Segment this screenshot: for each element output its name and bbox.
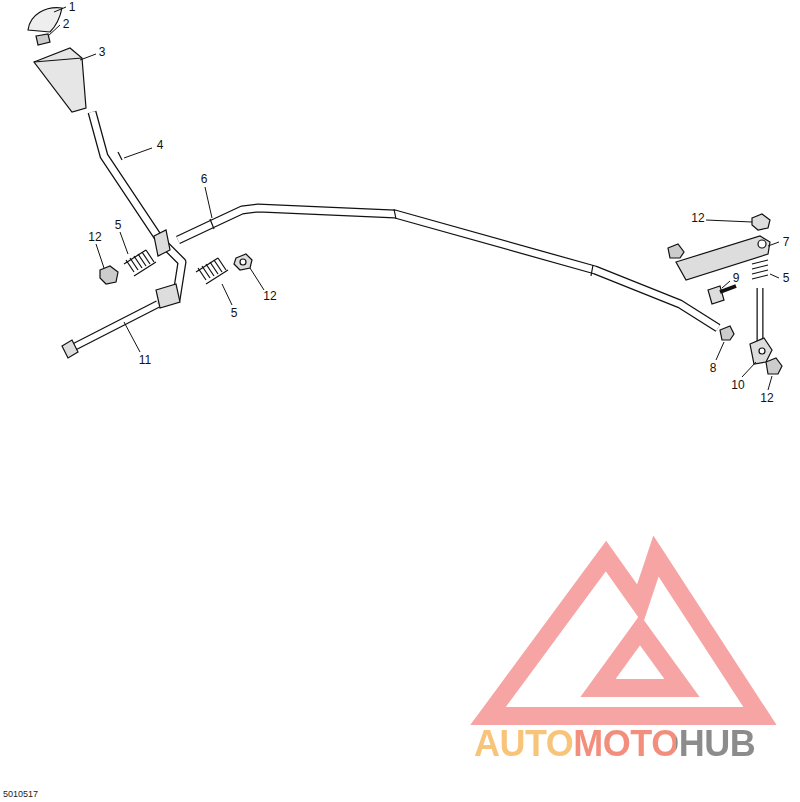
callout-number: 2: [63, 18, 70, 30]
leader-lines: [48, 7, 779, 390]
callout-number: 8: [710, 362, 717, 374]
callout-number: 1: [69, 1, 76, 13]
watermark-logo: [488, 556, 760, 716]
callout-number: 12: [88, 231, 101, 243]
callout-number: 7: [783, 236, 790, 248]
callout-number: 6: [201, 173, 208, 185]
shift-linkage: [28, 8, 782, 374]
callout-number: 9: [733, 272, 740, 284]
callout-number: 5: [783, 272, 790, 284]
callout-number: 10: [731, 379, 744, 391]
callout-number: 11: [139, 354, 151, 366]
callout-number: 12: [263, 290, 276, 302]
callout-number: 3: [99, 46, 106, 58]
drawing-number: 5010517: [3, 790, 38, 799]
callout-number: 12: [760, 392, 773, 404]
callout-number: 4: [157, 139, 164, 151]
watermark: AUTOMOTOHUB: [474, 726, 755, 762]
callout-number: 5: [115, 219, 122, 231]
callout-number: 5: [231, 307, 238, 319]
callout-number: 12: [691, 212, 704, 224]
